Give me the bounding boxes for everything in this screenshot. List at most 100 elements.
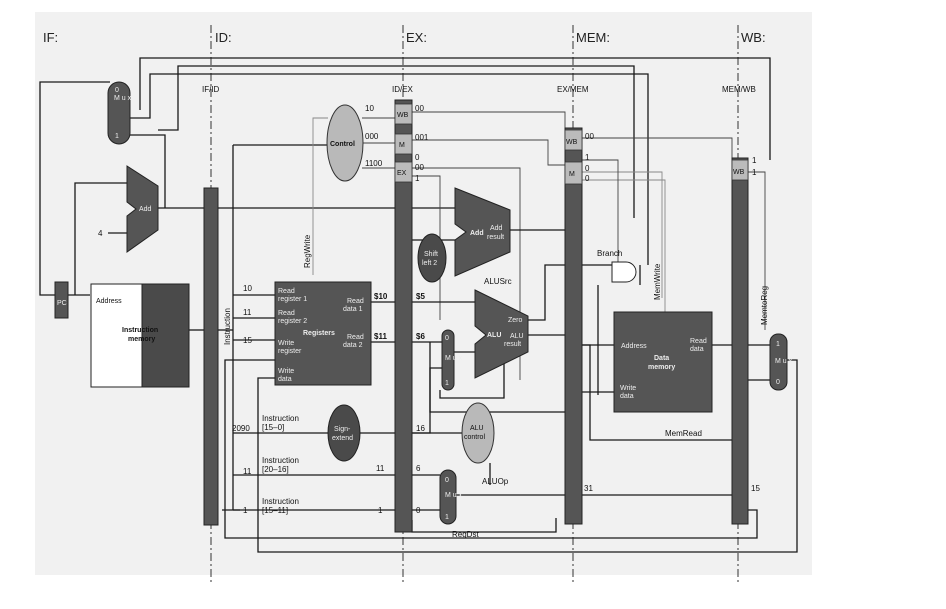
immediate-value: 2090 [232, 424, 250, 433]
regs-read-data1-b: data 1 [343, 306, 363, 313]
exmem-wb-value: 00 [585, 132, 594, 141]
memwb-dest-value: 15 [751, 484, 760, 493]
exmem-dest-value: 31 [584, 484, 593, 493]
register-file: Read register 1 Read register 2 Write re… [275, 282, 371, 385]
alusrc-label: ALUSrc [484, 277, 512, 286]
pc-adder-label: Add [139, 206, 152, 213]
registers-title: Registers [303, 330, 335, 337]
control-ex-value: 1100 [365, 159, 383, 168]
rt-dest-value: 6 [416, 464, 421, 473]
mux-top-shape [108, 82, 130, 144]
and-gate-shape [612, 262, 636, 282]
regwrite-label: RegWrite [303, 234, 312, 268]
dmem-write-data-b: data [620, 393, 634, 400]
rt-field-value: 11 [243, 467, 252, 476]
regs-read-data2-a: Read [347, 334, 364, 341]
instr-field2-a: Instruction [262, 456, 299, 465]
instr-field2-b: [20–16] [262, 465, 289, 474]
exmem-wb-label: WB [566, 139, 578, 146]
memwb-pipeline-register [732, 158, 748, 524]
exmem-m-value1: 1 [585, 153, 590, 162]
idex-register-label: ID/EX [392, 85, 414, 94]
dmem-read-data-a: Read [690, 338, 707, 345]
alu-control-label-b: control [464, 434, 485, 441]
read-data2-value: $11 [374, 332, 387, 341]
pc-register: PC [55, 282, 68, 318]
pc-label: PC [57, 300, 67, 307]
memwb-wb-label: WB [733, 169, 745, 176]
mux-pc-select: M u x 0 1 [108, 82, 132, 144]
idex-ex-value2: 1 [415, 174, 420, 183]
memwrite-label: MemWrite [653, 263, 662, 300]
dmem-title-2: memory [648, 364, 675, 371]
stage-if-label: IF: [43, 30, 58, 45]
memtoreg-label: MemtoReg [760, 286, 769, 325]
branch-adder-label: Add [470, 230, 484, 237]
mux-top-in0: 0 [115, 87, 119, 94]
regs-write-data-b: data [278, 376, 292, 383]
idex-m-value: 001 [415, 133, 429, 142]
pc-four-constant: 4 [98, 229, 103, 238]
memwb-wb-value2: 1 [752, 168, 757, 177]
mux-top-label: M u x [114, 95, 132, 102]
instr-field1-b: [15–0] [262, 423, 284, 432]
instr-field3-b: [15–11] [262, 506, 288, 515]
stage-ex-label: EX: [406, 30, 427, 45]
memwb-wb-value1: 1 [752, 156, 757, 165]
mux-regdst-in1: 1 [445, 514, 449, 521]
alu-zero-label: Zero [508, 317, 523, 324]
mux-top-in1: 1 [115, 133, 119, 140]
regs-read-reg2-b: register 2 [278, 318, 307, 325]
dmem-read-data-b: data [690, 346, 704, 353]
stage-wb-label: WB: [741, 30, 766, 45]
alu-result-b: result [504, 341, 521, 348]
exmem-pipeline-register [565, 128, 582, 524]
shift-left-unit: Shift left 2 [418, 234, 446, 282]
sign-extend-oval [328, 405, 360, 461]
sign-extend-unit: Sign- extend [328, 405, 360, 461]
idex-wb-label: WB [397, 112, 409, 119]
alu-control-label-a: ALU [470, 425, 484, 432]
rd-field-number: 15 [243, 336, 252, 345]
rt-field-number: 11 [243, 308, 252, 317]
memwb-register-label: MEM/WB [722, 85, 756, 94]
instr-field1-a: Instruction [262, 414, 299, 423]
alu-label: ALU [487, 332, 501, 339]
branch-label: Branch [597, 249, 622, 258]
alu-input1-value: $5 [416, 292, 425, 301]
instruction-bus-label: Instruction [223, 308, 232, 345]
branch-adder-result-a: Add [490, 225, 503, 232]
instr-field3-a: Instruction [262, 497, 299, 506]
sign-extend-label-a: Sign- [334, 426, 351, 433]
memread-label: MemRead [665, 429, 702, 438]
data-memory: Address Read data Data memory Write data [614, 312, 712, 412]
branch-and-gate [612, 262, 636, 282]
idex-m-value2: 0 [415, 153, 420, 162]
mux-alu-in0: 0 [445, 335, 449, 342]
mux-alu-label: M u x [445, 355, 463, 362]
imem-address-label: Address [96, 298, 122, 305]
imem-title-2: memory [128, 336, 155, 343]
dmem-write-data-a: Write [620, 385, 636, 392]
instruction-memory: Address Instruction memory [91, 284, 189, 387]
sign-extend-label-b: extend [332, 435, 353, 442]
mux-regdst-label: M u x [445, 492, 463, 499]
exmem-m-value3: 0 [585, 174, 590, 183]
stage-id-label: ID: [215, 30, 232, 45]
regs-write-reg-b: register [278, 348, 302, 355]
regs-read-reg1-a: Read [278, 288, 295, 295]
read-data1-value: $10 [374, 292, 388, 301]
alu-control-unit: ALU control [462, 403, 494, 463]
exmem-m-value2: 0 [585, 164, 590, 173]
rt-out-value: 11 [376, 464, 385, 473]
alu-result-a: ALU [510, 333, 524, 340]
ifid-pipeline-register [204, 188, 218, 525]
regs-read-data1-a: Read [347, 298, 364, 305]
rd-field-value: 1 [243, 506, 248, 515]
control-unit: Control [327, 105, 363, 181]
regdst-label: RegDst [452, 530, 479, 539]
aluop-label: ALUOp [482, 477, 509, 486]
control-label: Control [330, 141, 355, 148]
